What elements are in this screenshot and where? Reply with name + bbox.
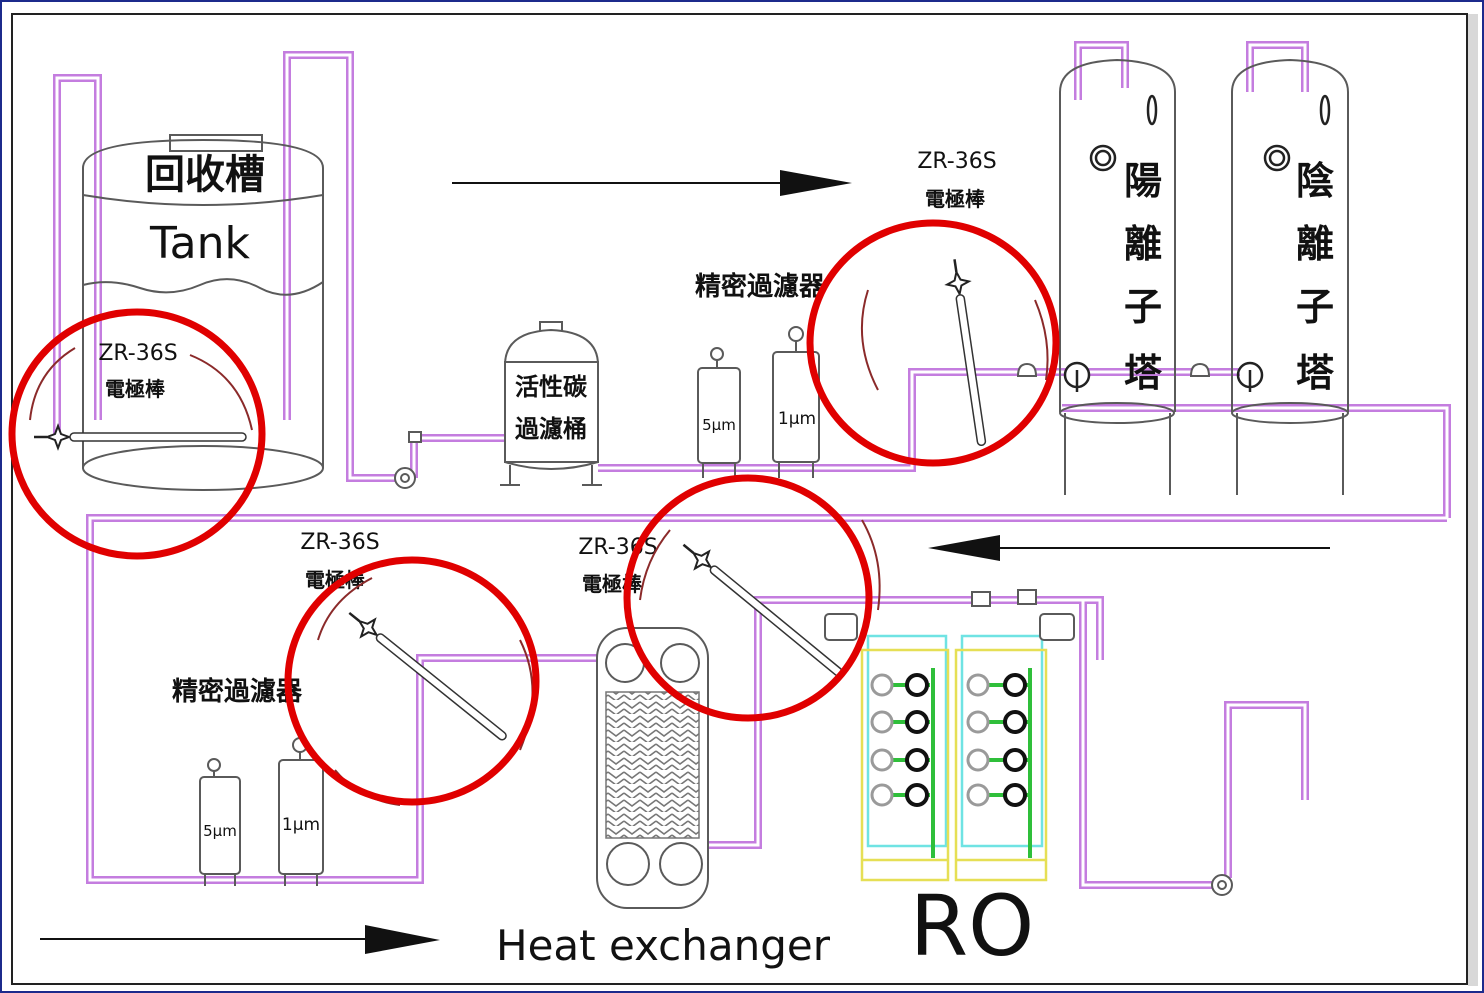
- tank-title-en: Tank: [149, 218, 250, 269]
- frame-shadow: [1468, 14, 1478, 986]
- pressure-gauge-icon: [207, 758, 221, 772]
- cartridge-filter-5um: 5μm: [199, 758, 241, 886]
- anion-tower-char: 塔: [1296, 351, 1335, 395]
- flow-arrow-bottom: [40, 925, 440, 954]
- ro-valve: [1017, 589, 1037, 605]
- cartridge-filter-1um: 1μm: [772, 326, 820, 478]
- cation-tower-char: 子: [1124, 285, 1162, 329]
- ro-valve: [971, 591, 991, 607]
- flow-arrow-middle: [928, 535, 1330, 561]
- flange-icon: [1263, 144, 1291, 172]
- pressure-gauge-icon: [788, 326, 804, 342]
- filter-stage-label: 5μm: [702, 416, 736, 434]
- ro-label: RO: [910, 877, 1034, 975]
- anion-tower-char: 子: [1296, 285, 1334, 329]
- filter-stage-label: 1μm: [282, 815, 320, 835]
- electrode-rod: [34, 423, 247, 451]
- filter-stage-label: 5μm: [203, 822, 237, 840]
- cation-tower-char: 塔: [1124, 351, 1163, 395]
- precision-filter-title: 精密過濾器: [695, 271, 826, 302]
- electrode-model-label: ZR-36S: [300, 530, 379, 555]
- highlight-circle: [284, 556, 540, 806]
- sight-slot-icon: [1146, 94, 1158, 126]
- electrode-name-label: 電極棒: [925, 187, 986, 211]
- cartridge-filter-1um: 1μm: [278, 737, 324, 886]
- sight-slot-icon: [1319, 94, 1331, 126]
- tank-title-cn: 回收槽: [145, 152, 265, 198]
- inline-valve-icon: [1016, 362, 1038, 377]
- inline-valve-icon: [1189, 362, 1211, 377]
- carbon-filter-label-1: 活性碳: [515, 373, 588, 401]
- carbon-filter-label-2: 過濾桶: [515, 415, 587, 443]
- ro-membrane-row: [870, 673, 1028, 697]
- electrode-rod: [944, 259, 987, 447]
- heat-exchanger-label: Heat exchanger: [496, 921, 831, 970]
- anion-tower-char: 陰: [1296, 159, 1334, 203]
- ro-manifold: [824, 613, 858, 641]
- flange-icon: [1089, 144, 1117, 172]
- electrode-model-label: ZR-36S: [917, 149, 996, 174]
- inner-frame: [11, 13, 1468, 985]
- ro-membrane-row: [870, 710, 1028, 734]
- highlight-circle: [8, 308, 266, 560]
- pressure-gauge-icon: [710, 347, 724, 361]
- highlight-circle: [806, 219, 1060, 467]
- anion-tower: 陰 離 子 塔: [1231, 58, 1349, 495]
- ro-manifold: [1039, 613, 1075, 641]
- highlight-circle: [623, 474, 873, 722]
- cartridge-filter-5um: 5μm: [697, 347, 741, 478]
- electrode-rod: [348, 611, 507, 741]
- flow-arrow-top: [452, 170, 852, 196]
- anion-tower-char: 離: [1296, 222, 1334, 266]
- recovery-tank: 回收槽 Tank: [82, 134, 324, 491]
- pump-icon: [1211, 874, 1233, 896]
- cation-tower-char: 陽: [1124, 159, 1162, 203]
- carbon-filter-tank: 活性碳 過濾桶: [500, 321, 602, 486]
- ro-unit: [824, 589, 1075, 882]
- precision-filter-title: 精密過濾器: [172, 676, 303, 707]
- cation-tower: 陽 離 子 塔: [1059, 58, 1176, 495]
- filter-stage-label: 1μm: [778, 409, 816, 429]
- electrode-name-label: 電極棒: [105, 377, 166, 401]
- pump-icon: [394, 431, 422, 489]
- pipe-network: [57, 45, 1447, 885]
- ro-membrane-row: [870, 748, 1028, 772]
- electrode-name-label: 電極棒: [582, 572, 643, 596]
- cation-tower-char: 離: [1124, 222, 1162, 266]
- ro-membrane-row: [870, 783, 1028, 807]
- electrode-model-label: ZR-36S: [98, 341, 177, 366]
